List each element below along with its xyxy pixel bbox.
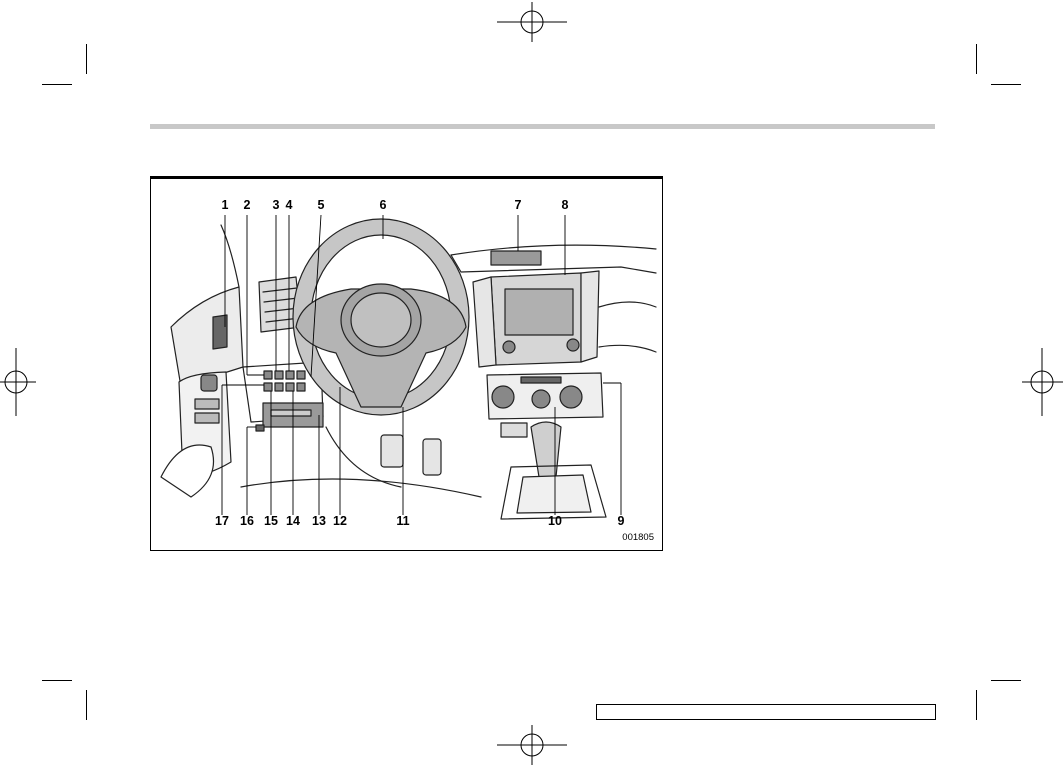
callout-17: 17 <box>215 514 229 528</box>
callout-13: 13 <box>312 514 326 528</box>
registration-target-right <box>1022 348 1063 416</box>
callout-9: 9 <box>617 514 625 528</box>
header-rule <box>150 124 935 129</box>
crop-mark <box>86 44 87 74</box>
figure-top-border <box>151 177 662 179</box>
crop-mark <box>42 680 72 681</box>
registration-target-left <box>0 348 36 416</box>
callout-11: 11 <box>396 514 410 528</box>
callout-1: 1 <box>221 198 229 212</box>
crop-mark <box>976 44 977 74</box>
callout-6: 6 <box>379 198 387 212</box>
registration-target-top <box>497 2 567 42</box>
registration-target-bottom <box>497 725 567 765</box>
crop-mark <box>86 690 87 720</box>
page-number-box <box>596 704 936 720</box>
callout-16: 16 <box>240 514 254 528</box>
crop-mark <box>976 690 977 720</box>
crop-mark <box>991 680 1021 681</box>
callout-8: 8 <box>561 198 569 212</box>
callout-7: 7 <box>514 198 522 212</box>
cockpit-illustration <box>160 214 657 520</box>
crop-mark <box>42 84 72 85</box>
crop-mark <box>991 84 1021 85</box>
callout-4: 4 <box>285 198 293 212</box>
callout-10: 10 <box>548 514 562 528</box>
cockpit-figure: 1 2 3 4 5 6 7 8 17 16 15 14 13 12 11 10 … <box>150 176 663 551</box>
callout-14: 14 <box>286 514 300 528</box>
figure-code: 001805 <box>622 532 654 543</box>
callout-2: 2 <box>243 198 251 212</box>
callout-15: 15 <box>264 514 278 528</box>
callout-12: 12 <box>333 514 347 528</box>
callout-5: 5 <box>317 198 325 212</box>
callout-3: 3 <box>272 198 280 212</box>
